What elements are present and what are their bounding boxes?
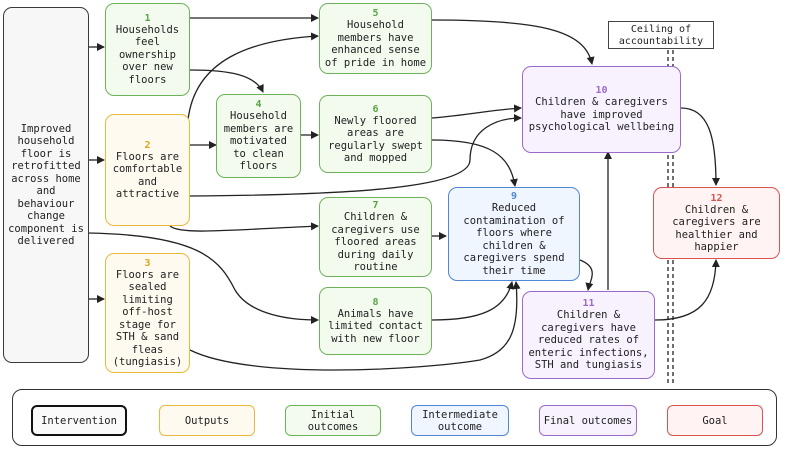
node-9-text: Reduced contamination of floors where ch… xyxy=(463,202,565,277)
node-8-text: Animals have limited contact with new fl… xyxy=(328,307,423,345)
arrow-2-5 xyxy=(187,32,319,121)
node-8-number: 8 xyxy=(372,296,379,308)
node-5-number: 5 xyxy=(372,8,379,19)
arrow-5-10 xyxy=(431,19,595,65)
legend-intermediate-outcome: Intermediate outcome xyxy=(411,405,509,436)
node-4: 4 Household members are motivated to cle… xyxy=(216,94,301,178)
node-11-number: 11 xyxy=(582,298,595,310)
legend-final-outcomes: Final outcomes xyxy=(539,405,637,436)
arrow-6-9 xyxy=(431,139,518,187)
node-8: 8 Animals have limited contact with new … xyxy=(319,287,432,355)
node-3: 3 Floors are sealed limiting off-host st… xyxy=(105,253,190,373)
node-12-text: Children & caregivers are healthier and … xyxy=(672,203,761,254)
node-6: 6 Newly floored areas are regularly swep… xyxy=(319,95,432,173)
node-6-number: 6 xyxy=(372,103,379,115)
node-10-number: 10 xyxy=(595,85,608,97)
node-3-number: 3 xyxy=(144,257,151,269)
ceiling-of-accountability-label: Ceiling of accountability xyxy=(608,21,714,49)
node-1-number: 1 xyxy=(144,12,151,24)
node-9-number: 9 xyxy=(510,191,518,202)
node-1-text: Households feel ownership over new floor… xyxy=(115,23,180,86)
node-7: 7 Children & caregivers use floored area… xyxy=(319,197,432,277)
node-3-text: Floors are sealed limiting off-host stag… xyxy=(112,268,183,369)
node-10: 10 Children & caregivers have improved p… xyxy=(522,66,681,153)
arrow-10-12 xyxy=(680,107,720,186)
node-2-text: Floors are comfortable and attractive xyxy=(112,150,183,201)
node-11: 11 Children & caregivers have reduced ra… xyxy=(522,291,655,379)
arrow-9-11 xyxy=(579,259,594,291)
node-7-number: 7 xyxy=(372,200,379,212)
legend-intervention: Intervention xyxy=(31,405,127,436)
node-2: 2 Floors are comfortable and attractive xyxy=(105,114,190,226)
intervention-text: Improved household floor is retrofitted … xyxy=(8,122,84,248)
node-5-text: Household members have enhanced sense of… xyxy=(324,19,427,69)
arrow-8-9 xyxy=(431,281,515,321)
node-6-text: Newly floored areas are regularly swept … xyxy=(328,114,423,165)
node-9: 9 Reduced contamination of floors where … xyxy=(448,187,580,281)
node-4-text: Household members are motivated to clean… xyxy=(223,110,294,173)
legend-goal: Goal xyxy=(667,405,763,436)
arrow-2-10 xyxy=(189,114,522,197)
node-10-text: Children & caregivers have improved psyc… xyxy=(528,96,675,134)
node-7-text: Children & caregivers use floored areas … xyxy=(331,211,420,274)
arrow-1-4 xyxy=(189,69,264,93)
node-1: 1 Households feel ownership over new flo… xyxy=(105,3,190,96)
legend: Intervention Outputs Initial outcomes In… xyxy=(12,389,777,446)
arrow-6-10 xyxy=(431,104,522,119)
arrow-2-7 xyxy=(169,222,319,232)
arrow-11-12 xyxy=(654,259,720,321)
node-12-number: 12 xyxy=(710,192,723,204)
node-5: 5 Household members have enhanced sense … xyxy=(319,3,432,74)
legend-initial-outcomes: Initial outcomes xyxy=(285,405,381,436)
legend-outputs: Outputs xyxy=(159,405,255,436)
node-11-text: Children & caregivers have reduced rates… xyxy=(528,309,649,372)
intervention-box: Improved household floor is retrofitted … xyxy=(3,7,89,363)
node-2-number: 2 xyxy=(144,139,151,151)
arrow-3-9 xyxy=(189,281,521,371)
node-12: 12 Children & caregivers are healthier a… xyxy=(653,187,780,259)
node-4-number: 4 xyxy=(255,99,262,111)
arrow-int-8 xyxy=(87,232,319,324)
